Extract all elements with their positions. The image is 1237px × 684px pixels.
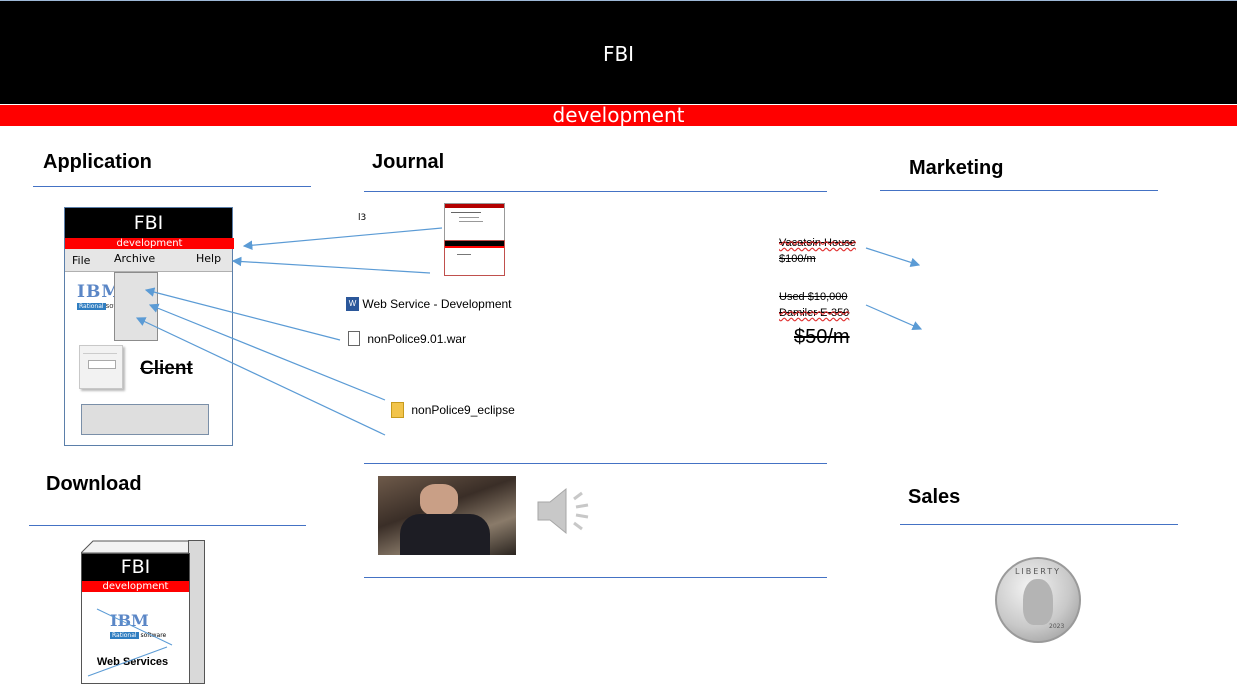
box-rational-badge: Rational xyxy=(110,632,139,639)
menu-file[interactable]: File xyxy=(72,254,91,267)
marketing-item-vacation: Vacatoin House $100/m xyxy=(779,235,856,267)
box-environment-bar: development xyxy=(82,581,189,592)
app-bottom-panel xyxy=(81,404,209,435)
environment-banner: development xyxy=(0,105,1237,126)
quarter-coin-image: LIBERTY 2023 xyxy=(995,557,1081,643)
speaker-icon[interactable] xyxy=(536,485,598,537)
marketing-item-car-line1: Used $10,000 xyxy=(779,291,848,303)
word-document-icon: W xyxy=(346,296,359,311)
box-rational-suffix: software xyxy=(140,632,167,639)
coin-text: LIBERTY xyxy=(1014,567,1062,576)
client-icon-field xyxy=(88,360,116,369)
marketing-item-car: Used $10,000 Damiler E-350 xyxy=(779,289,849,321)
journal-heading: Journal xyxy=(372,151,445,173)
app-title: FBI xyxy=(65,208,232,238)
file-name: Web Service - Development xyxy=(362,296,512,311)
download-heading: Download xyxy=(46,473,142,495)
client-label: Client xyxy=(140,358,193,379)
arrow-vacation xyxy=(865,247,921,268)
marketing-item-car-line2: Damiler E-350 xyxy=(779,307,850,319)
menu-help[interactable]: Help xyxy=(196,252,222,265)
app-environment-bar: development xyxy=(65,238,234,249)
marketing-price: $50/m xyxy=(794,326,850,348)
file-icon xyxy=(348,331,360,347)
file-war[interactable]: nonPolice9.01.war xyxy=(348,331,467,347)
coin-year: 2023 xyxy=(1049,623,1065,630)
box-top-face xyxy=(81,540,203,553)
journal-rule-bottom xyxy=(364,577,827,578)
journal-rule-middle xyxy=(364,463,827,464)
client-icon-titlebar xyxy=(83,349,117,354)
box-rational-logo: Rational software xyxy=(110,632,166,639)
box-ibm-logo: IBM xyxy=(110,611,149,630)
box-title: FBI xyxy=(82,554,189,581)
journal-screenshot-thumbnail-2[interactable] xyxy=(444,240,505,276)
file-name: nonPolice9.01.war xyxy=(367,331,467,346)
file-name: nonPolice9_eclipse xyxy=(411,403,515,417)
file-web-service[interactable]: W Web Service - Development xyxy=(346,296,512,311)
application-rule xyxy=(33,186,311,187)
app-menubar: File Archive Help xyxy=(65,249,232,272)
video-thumbnail[interactable] xyxy=(378,476,516,555)
download-rule xyxy=(29,525,306,526)
top-banner xyxy=(0,0,1237,104)
marketing-item-vacation-line2: $100/m xyxy=(779,253,816,265)
application-heading: Application xyxy=(43,151,152,173)
rational-badge: Rational xyxy=(77,303,106,310)
video-uniform xyxy=(400,514,490,555)
box-caption: Web Services xyxy=(96,656,169,668)
sales-rule xyxy=(900,524,1178,525)
marketing-heading: Marketing xyxy=(909,157,1004,179)
download-software-box[interactable]: FBI development IBM Rational software We… xyxy=(81,553,190,684)
file-eclipse-zip[interactable]: nonPolice9_eclipse xyxy=(391,402,515,418)
arrow-thumbnail-to-devbar xyxy=(242,227,443,251)
marketing-item-vacation-line1: Vacatoin House xyxy=(779,237,856,249)
sales-heading: Sales xyxy=(908,486,961,508)
thumb-label: l3 xyxy=(358,213,367,223)
application-window-mockup: FBI development File Archive Help IBM Ra… xyxy=(64,207,234,446)
app-side-panel xyxy=(114,272,158,341)
journal-rule-top xyxy=(364,191,827,192)
coin-portrait xyxy=(1023,579,1053,625)
video-face xyxy=(420,484,458,516)
marketing-rule xyxy=(880,190,1158,191)
arrow-thumbnail-to-menubar xyxy=(231,256,431,274)
journal-screenshot-thumbnail[interactable] xyxy=(444,203,505,241)
page-title: FBI xyxy=(602,42,635,66)
arrow-car xyxy=(865,304,923,331)
zip-folder-icon xyxy=(391,402,404,418)
client-app-icon[interactable] xyxy=(79,345,123,389)
box-side-face xyxy=(188,540,205,684)
ibm-logo-text: IBM xyxy=(77,282,122,302)
menu-archive[interactable]: Archive xyxy=(114,252,156,265)
